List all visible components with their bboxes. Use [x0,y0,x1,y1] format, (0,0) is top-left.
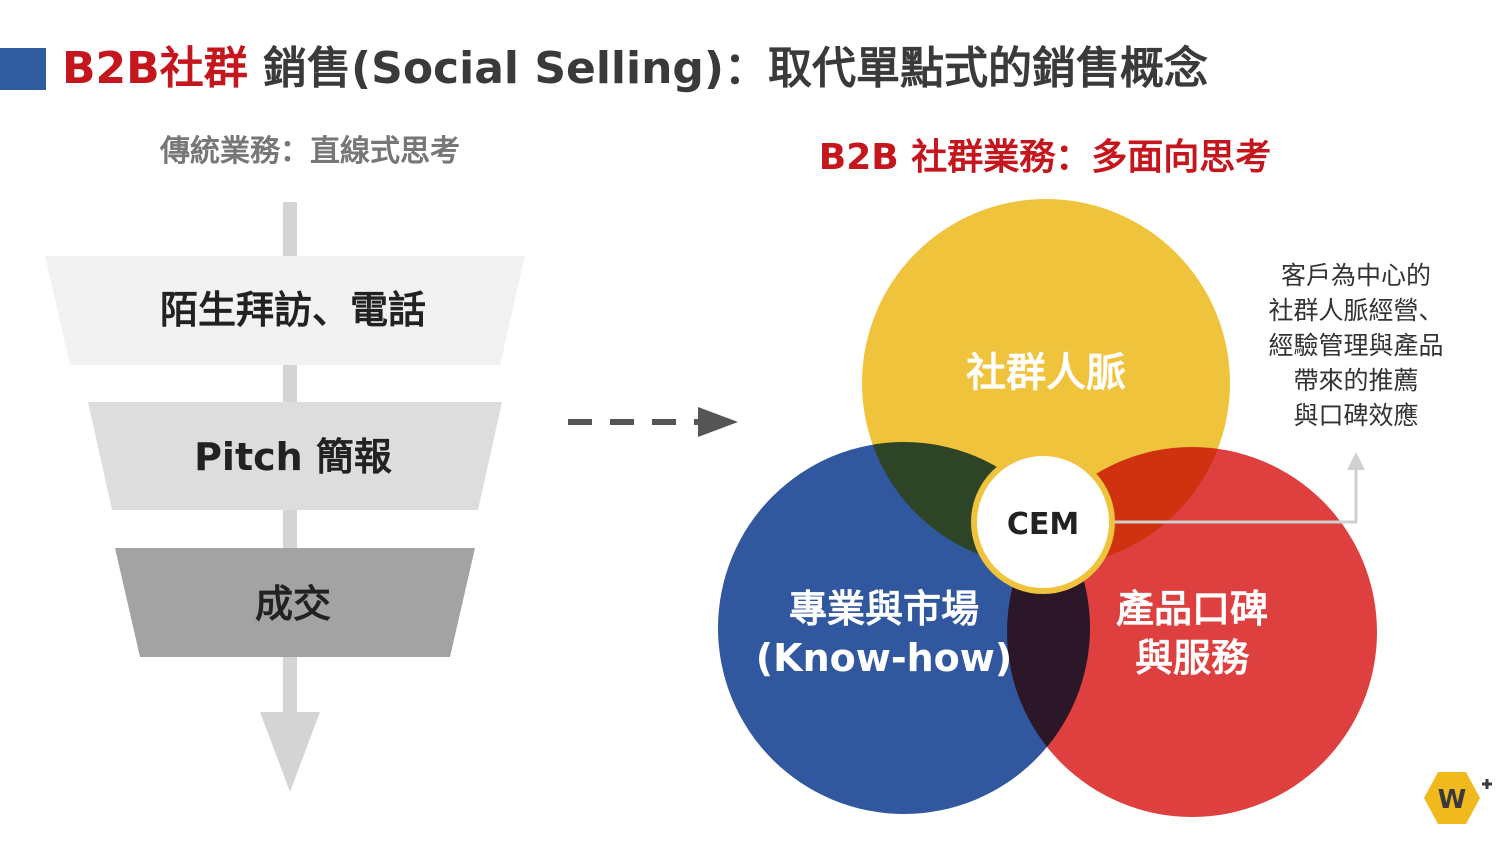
funnel-arrow-head [260,712,320,792]
funnel-step-1-label: 陌生拜訪、電話 [160,288,426,332]
circle-right-label-line2: 與服務 [1135,636,1250,680]
note-connector-line [1110,470,1358,524]
svg-text:W: W [1438,785,1467,815]
funnel-step-3-label: 成交 [255,582,331,626]
cem-note: 客戶為中心的 社群人脈經營、 經驗管理與產品 帶來的推薦 與口碑效應 [1240,258,1472,433]
page-title-accent: B2B社群 [62,43,248,94]
note-connector-arrowhead [1347,452,1365,470]
cem-note-line-3: 經驗管理與產品 [1268,331,1444,360]
page-title: B2B社群 銷售(Social Selling)：取代單點式的銷售概念 [62,38,1208,100]
center-cem-label: CEM [1007,507,1079,542]
page-title-rest: 銷售(Social Selling)：取代單點式的銷售概念 [263,43,1209,94]
cem-note-line-1: 客戶為中心的 [1280,261,1431,290]
circle-top-label: 社群人脈 [966,350,1126,396]
funnel-step-3 [115,548,475,657]
wf-hexagon-logo-icon: W [1424,772,1492,824]
funnel-step-1 [45,256,525,365]
center-cem-circle [971,450,1115,594]
cem-note-line-2: 社群人脈經營、 [1268,296,1444,325]
cem-note-line-5: 與口碑效應 [1293,401,1419,430]
left-heading: 傳統業務：直線式思考 [160,134,460,169]
funnel-step-2 [88,402,502,510]
circle-left-label-line2: (Know-how) [756,636,1012,680]
circle-right-label-line1: 產品口碑 [1116,587,1268,631]
title-accent-bar [0,48,46,90]
circle-left-label-line1: 專業與市場 [789,587,979,631]
cem-note-line-4: 帶來的推薦 [1293,366,1419,395]
right-heading: B2B 社群業務：多面向思考 [818,137,1272,178]
funnel-step-2-label: Pitch 簡報 [194,435,392,479]
transition-arrow-head [698,407,738,437]
